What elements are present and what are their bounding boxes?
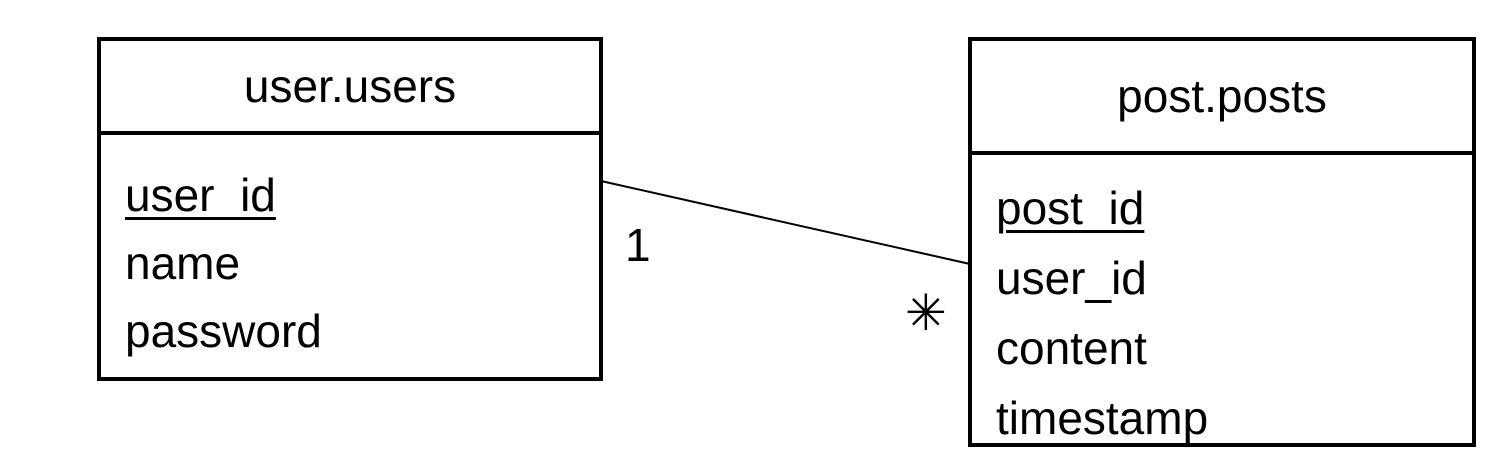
relationship-line	[600, 180, 971, 265]
entity-users-title: user.users	[101, 41, 599, 135]
entity-users-attributes: user_id name password	[101, 135, 599, 365]
attribute-timestamp: timestamp	[996, 392, 1209, 444]
multiplicity-one-label: 1	[625, 219, 651, 271]
attribute-user-id-fk: user_id	[996, 252, 1147, 304]
entity-posts-title: post.posts	[972, 41, 1472, 155]
entity-users: user.users user_id name password	[97, 37, 603, 381]
attribute-password: password	[125, 305, 322, 357]
entity-posts-attributes: post_id user_id content timestamp	[972, 155, 1472, 453]
entity-posts: post.posts post_id user_id content times…	[968, 37, 1476, 447]
attribute-user-id-pk: user_id	[125, 169, 276, 221]
attribute-name: name	[125, 237, 241, 289]
attribute-content: content	[996, 322, 1147, 374]
multiplicity-many-label: ✳	[905, 285, 947, 341]
attribute-post-id-pk: post_id	[996, 182, 1145, 234]
